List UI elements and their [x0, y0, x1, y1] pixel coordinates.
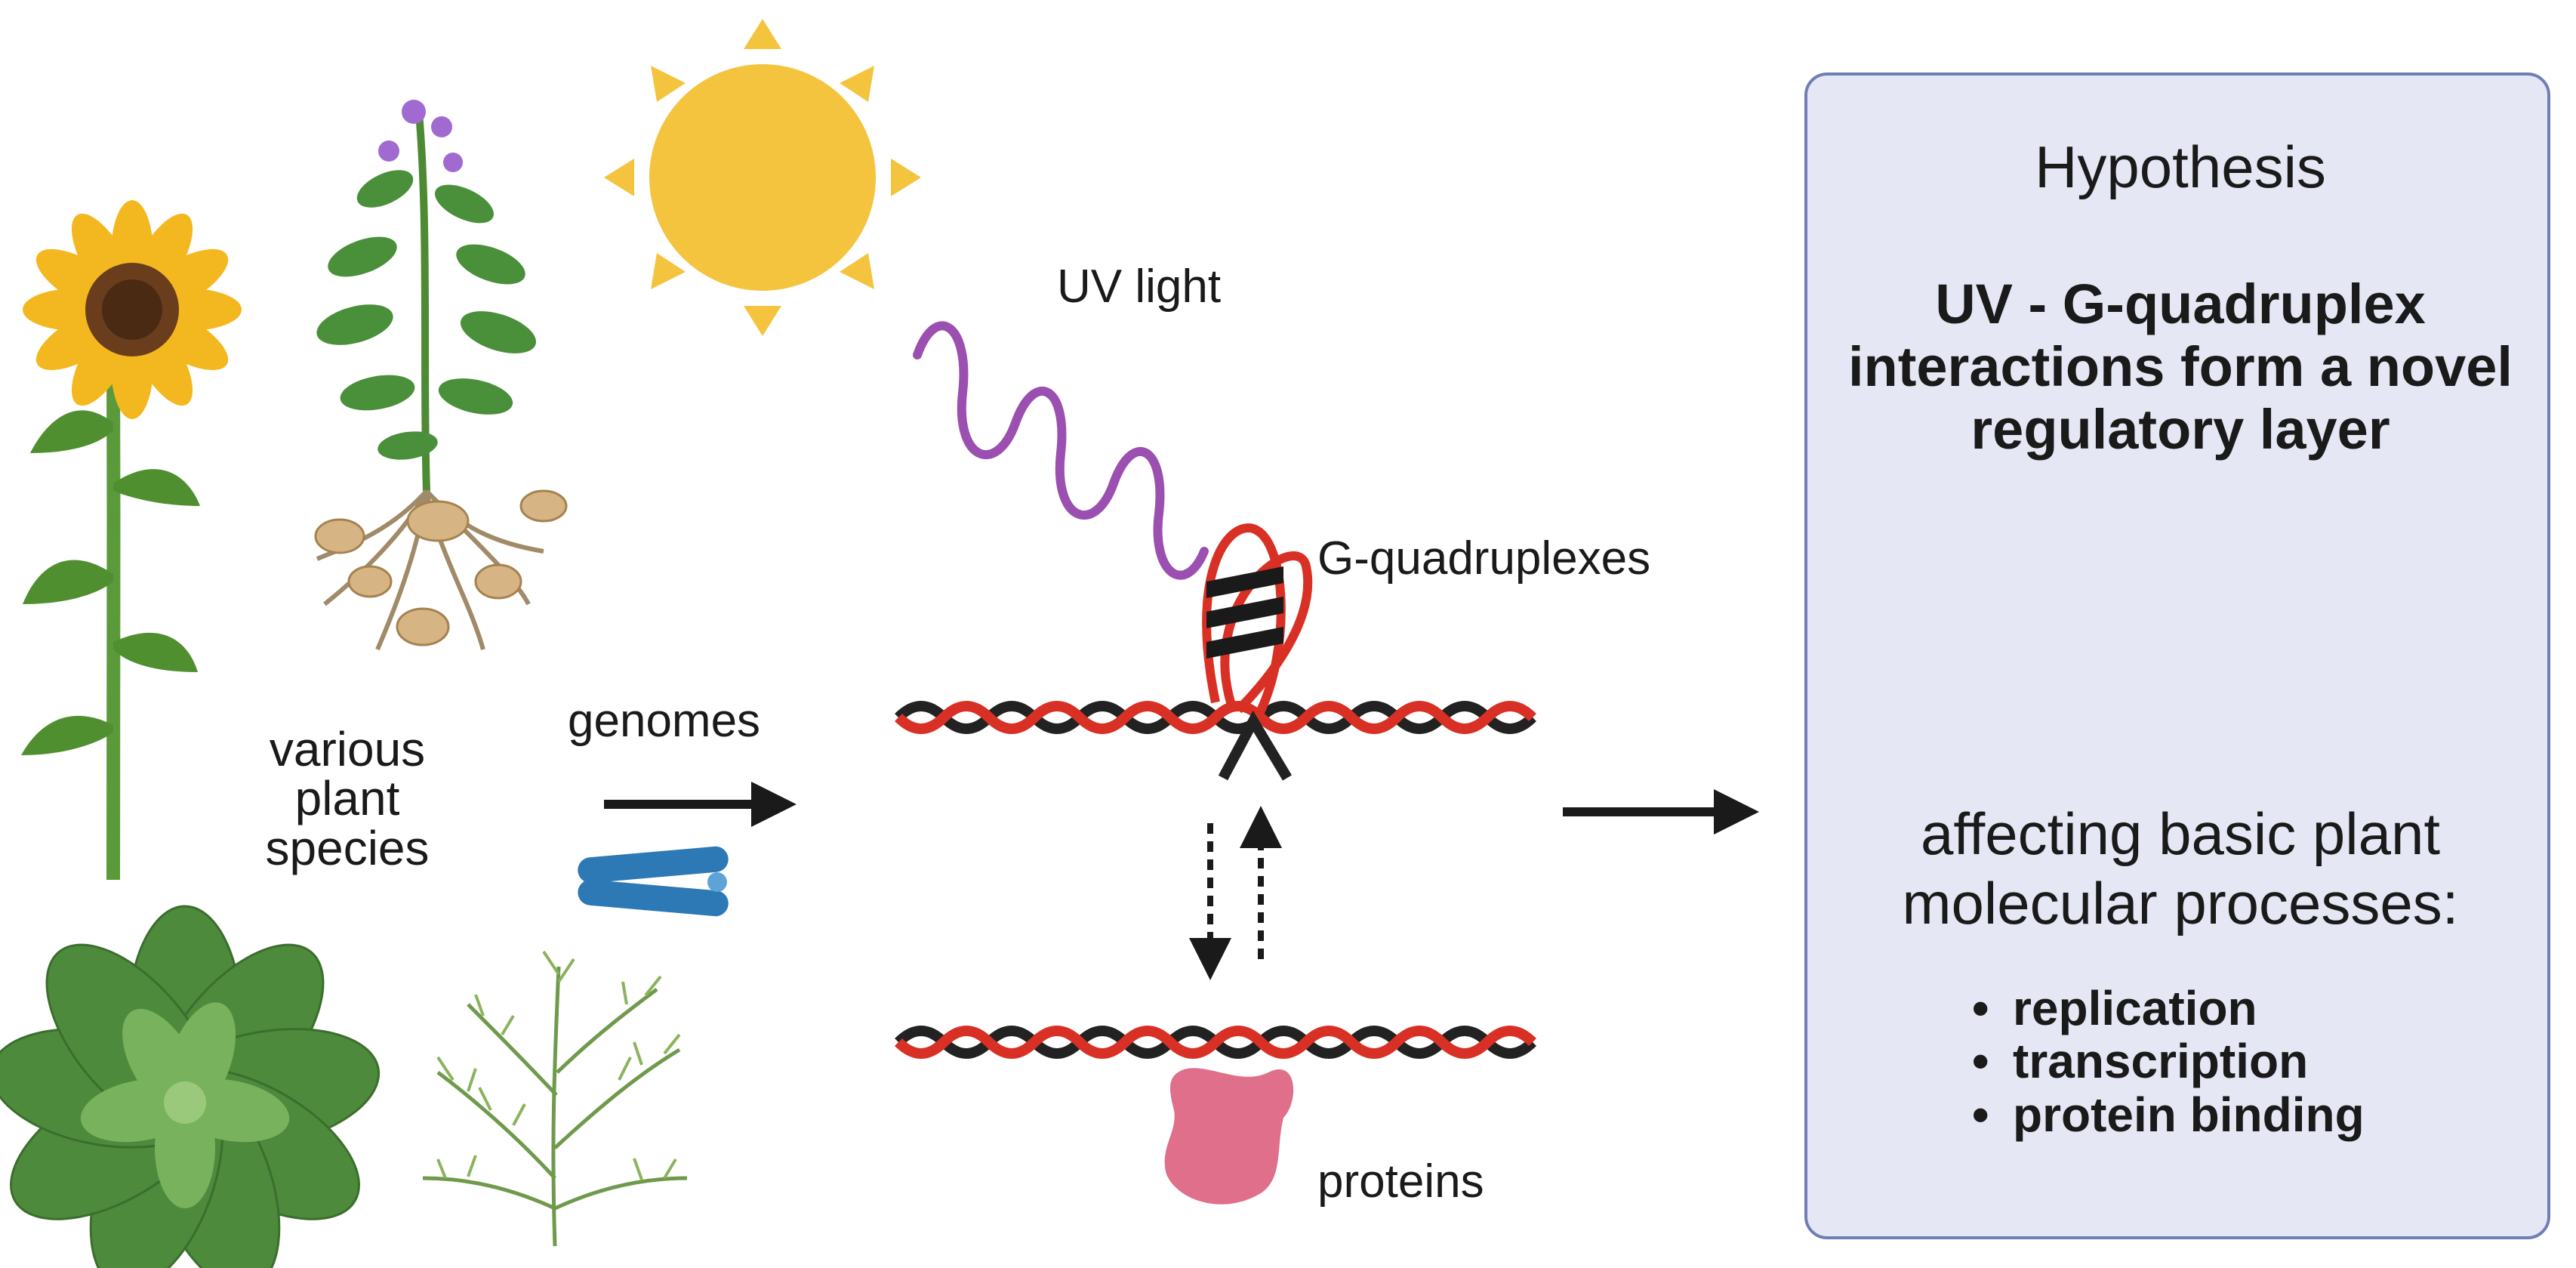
hypothesis-panel: Hypothesis UV - G-quadruplex interaction… — [1804, 73, 2550, 1239]
process-item: •transcription — [1972, 1034, 2309, 1089]
rosette-plant-icon — [0, 905, 381, 1268]
shrub-plant-icon — [422, 950, 688, 1247]
hypothesis-title: Hypothesis — [2035, 134, 2326, 200]
sunflower-icon — [21, 200, 242, 881]
genomes-label: genomes — [568, 695, 761, 747]
potato-plant-icon — [314, 100, 568, 651]
g-quadruplex-icon — [1202, 523, 1313, 716]
sun-icon — [604, 19, 921, 336]
uv-light-label: UV light — [1057, 261, 1222, 313]
hypothesis-statement: UV - G-quadruplex interactions form a no… — [1848, 273, 2513, 461]
g-quadruplexes-label: G-quadruplexes — [1317, 532, 1651, 585]
uv-wave-icon — [913, 321, 1209, 580]
process-list: •replication •transcription •protein bin… — [1972, 981, 2365, 1142]
process-item: •protein binding — [1972, 1087, 2365, 1142]
species-label: various plant species — [265, 722, 430, 875]
proteins-label: proteins — [1317, 1155, 1484, 1208]
process-item: •replication — [1972, 981, 2257, 1035]
chromosome-icon — [578, 846, 729, 917]
dna-icon — [895, 1026, 1536, 1059]
hypothesis-affecting-text: affecting basic plant molecular processe… — [1902, 801, 2459, 937]
protein-icon — [1164, 1068, 1294, 1205]
dna-with-g4-icon — [895, 523, 1536, 781]
